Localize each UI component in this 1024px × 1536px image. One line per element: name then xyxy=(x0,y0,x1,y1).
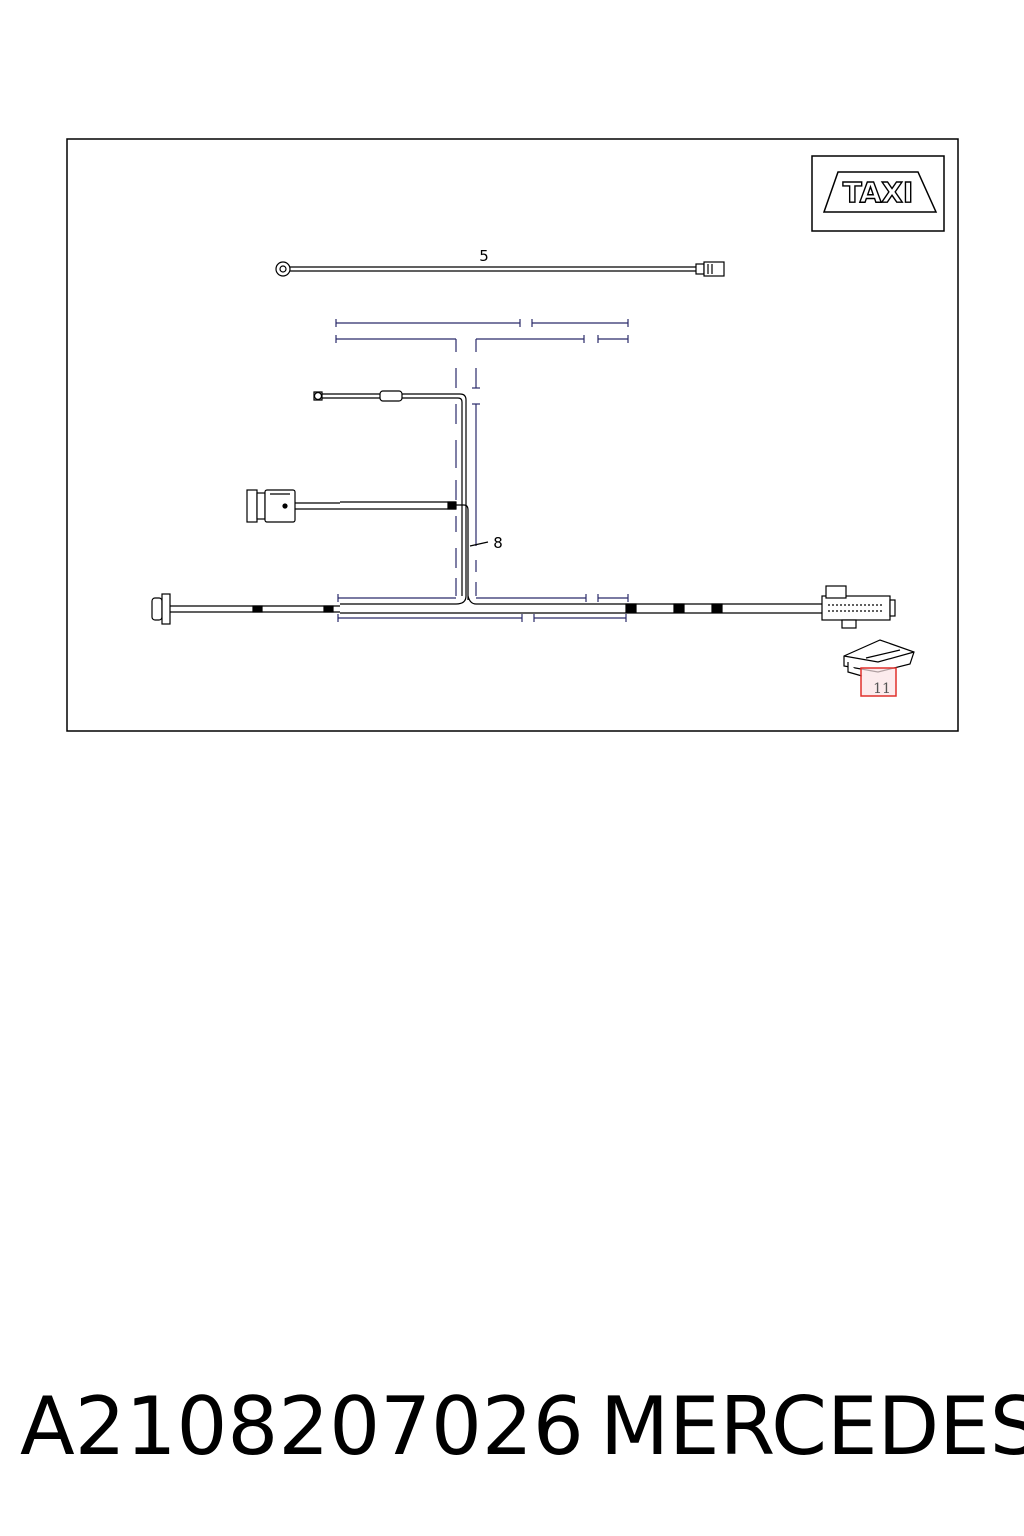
taxi-sign-text: TAXI xyxy=(843,176,914,209)
wiring-harness xyxy=(151,390,896,629)
callout-8: 8 xyxy=(493,534,503,552)
callout-11-highlight[interactable]: 11 xyxy=(860,667,897,697)
callout-11: 11 xyxy=(873,681,891,697)
brand-name: MERCEDES xyxy=(600,1380,1024,1473)
sleeve-markers-top xyxy=(335,319,629,622)
diagram-frame xyxy=(66,138,959,732)
taxi-sign: TAXI xyxy=(811,155,945,232)
callout-5: 5 xyxy=(479,247,489,265)
part-caption: A2108207026 MERCEDES xyxy=(20,1372,1024,1482)
wiring-harness-diagram: TAXI 5 xyxy=(66,138,959,732)
part-number: A2108207026 xyxy=(20,1380,584,1473)
connector-housing xyxy=(843,639,915,677)
ground-cable xyxy=(275,261,725,277)
